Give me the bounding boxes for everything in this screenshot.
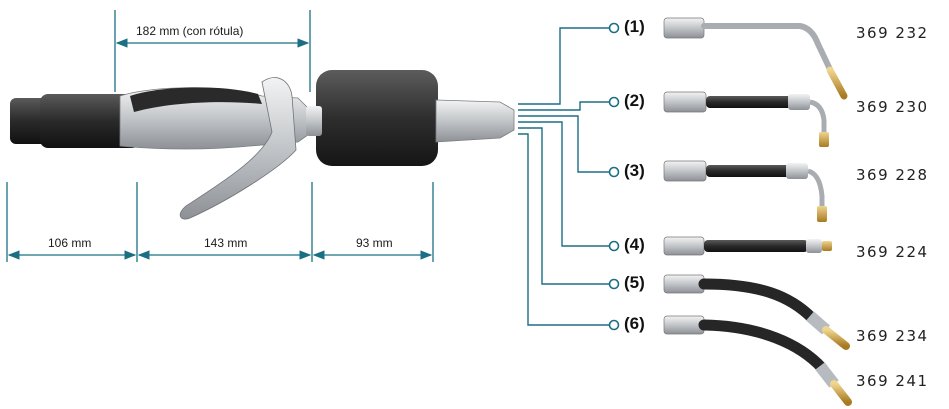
ferrule: [786, 163, 808, 179]
accessory-tag-6: (6): [624, 314, 645, 333]
terminal-5: [608, 278, 620, 290]
connector-4: [518, 121, 610, 247]
accessory-3: [663, 160, 827, 222]
fitting: [663, 91, 707, 113]
terminal-6: [608, 319, 620, 331]
dimension-label-left: 106 mm: [48, 236, 92, 250]
accessory-code-4: 369 224: [856, 243, 929, 261]
rear-grip: [40, 94, 140, 148]
accessory-2: [663, 91, 829, 147]
accessory-code-1: 369 232: [856, 24, 929, 42]
meter-housing: [316, 70, 438, 166]
accessory-1: [663, 17, 848, 100]
accessory-5: [663, 274, 850, 350]
bent-tip: [809, 99, 827, 135]
accessory-tag-1: (1): [624, 17, 645, 36]
accessory-tag-3: (3): [624, 161, 645, 180]
accessory-6: [663, 315, 852, 406]
terminal-2: [608, 96, 620, 108]
brass-tip: [826, 66, 848, 100]
accessory-code-2: 369 230: [856, 98, 929, 116]
meter-collar: [306, 106, 322, 136]
handle-rubber-top: [130, 87, 262, 112]
hose: [706, 96, 792, 108]
rigid-pipe: [701, 23, 839, 85]
accessory-code-5: 369 234: [856, 327, 929, 345]
dimension-label-top: 182 mm (con rótula): [136, 24, 244, 38]
brass-tip: [822, 241, 832, 251]
accessory-4: [663, 236, 832, 256]
dimension-lines: [6, 10, 434, 262]
connector-lines: [518, 27, 610, 326]
trigger-lever: [179, 77, 297, 220]
terminal-4: [608, 240, 620, 252]
dimension-label-middle: 143 mm: [204, 236, 248, 250]
bent-tip: [807, 168, 825, 208]
fitting: [663, 315, 705, 335]
connector-1: [518, 27, 610, 105]
terminal-1: [608, 22, 620, 34]
terminal-3: [608, 166, 620, 178]
connector-5: [518, 127, 610, 285]
connector-6: [518, 133, 610, 326]
accessory-tag-5: (5): [624, 273, 645, 292]
hose: [704, 240, 808, 252]
brass-tip: [817, 206, 827, 222]
front-body: [435, 99, 515, 143]
hose: [706, 165, 790, 177]
meter-gun: [10, 70, 515, 220]
fitting: [663, 274, 705, 294]
dimension-label-right: 93 mm: [356, 236, 393, 250]
connector-3: [518, 115, 610, 173]
fitting: [663, 160, 707, 182]
connector-terminals: [608, 22, 620, 331]
brass-tip: [830, 380, 852, 406]
connector-2: [518, 101, 610, 111]
fitting: [663, 236, 705, 256]
hose: [698, 319, 828, 374]
rear-cap: [10, 98, 48, 144]
accessory-code-3: 369 228: [856, 166, 929, 184]
brass-tip: [822, 326, 850, 350]
accessory-code-6: 369 241: [856, 372, 929, 390]
accessory-tag-4: (4): [624, 235, 645, 254]
ferrule: [788, 94, 810, 110]
brass-tip: [819, 132, 829, 147]
hose: [698, 278, 818, 324]
ferrule: [806, 239, 822, 253]
accessory-tag-2: (2): [624, 91, 645, 110]
fitting: [663, 17, 705, 39]
